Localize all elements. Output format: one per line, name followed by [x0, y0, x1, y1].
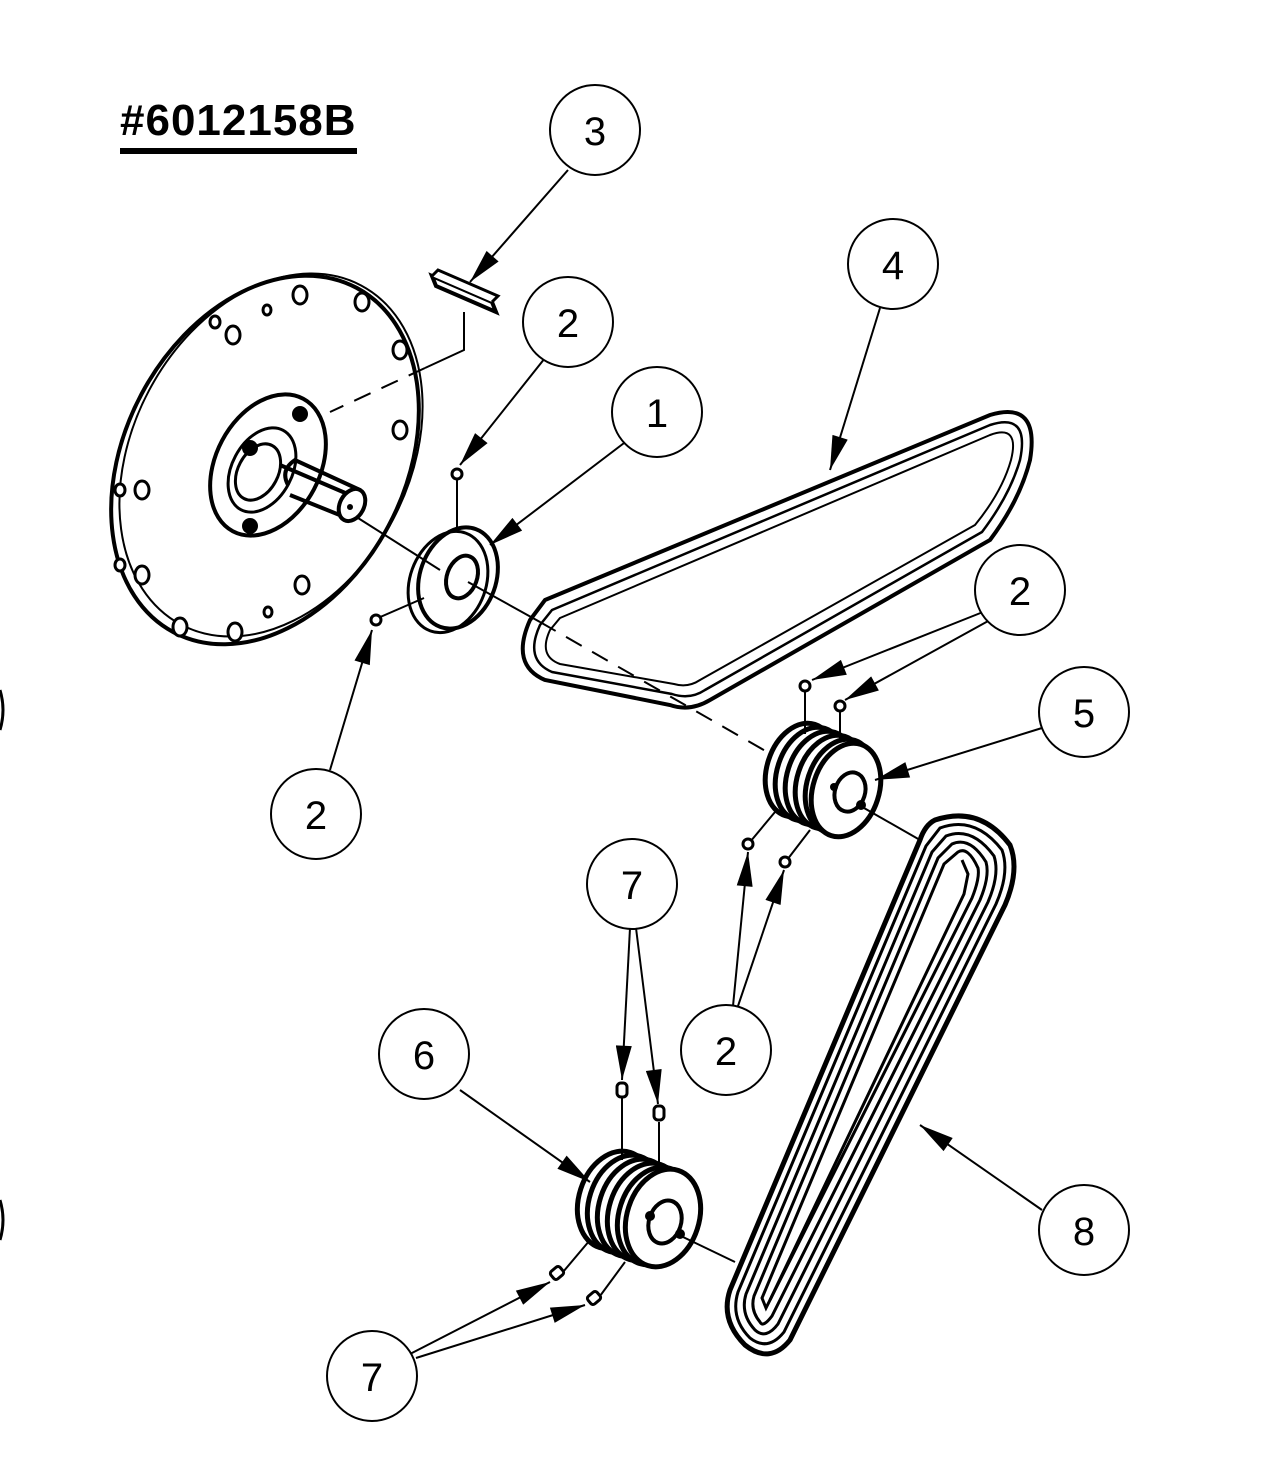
v-belt-part	[520, 410, 1034, 710]
callout-7-bottom[interactable]: 7	[326, 1330, 418, 1422]
callout-8[interactable]: 8	[1038, 1184, 1130, 1276]
callout-7-top[interactable]: 7	[586, 838, 678, 930]
callout-label: 2	[305, 794, 327, 838]
rib-belt-part	[724, 813, 1017, 1357]
callout-label: 2	[557, 302, 579, 346]
callout-6[interactable]: 6	[378, 1008, 470, 1100]
lower-pulley-part	[548, 1081, 736, 1306]
callout-label: 4	[882, 244, 904, 288]
callout-2-top[interactable]: 2	[522, 276, 614, 368]
callout-label: 1	[646, 392, 668, 436]
callout-label: 6	[413, 1034, 435, 1078]
callout-2-bottom[interactable]: 2	[680, 1004, 772, 1096]
flywheel-disk	[109, 272, 424, 647]
callout-label: 5	[1073, 692, 1095, 736]
callout-label: 2	[1009, 570, 1031, 614]
callout-label: 7	[361, 1356, 383, 1400]
callout-1[interactable]: 1	[611, 366, 703, 458]
callout-label: 7	[621, 864, 643, 908]
bushing-part	[357, 467, 791, 766]
callout-3[interactable]: 3	[549, 84, 641, 176]
callout-2-left[interactable]: 2	[270, 768, 362, 860]
upper-pulley-part	[741, 679, 921, 869]
callout-label: 3	[584, 110, 606, 154]
diagram-title: #6012158B	[120, 96, 357, 154]
callout-label: 8	[1073, 1210, 1095, 1254]
callout-label: 2	[715, 1030, 737, 1074]
callout-4[interactable]: 4	[847, 218, 939, 310]
key-part	[329, 268, 501, 413]
callout-2-right[interactable]: 2	[974, 544, 1066, 636]
edge-marks	[0, 689, 5, 1241]
leader-lines	[329, 169, 1043, 1359]
callout-5[interactable]: 5	[1038, 666, 1130, 758]
